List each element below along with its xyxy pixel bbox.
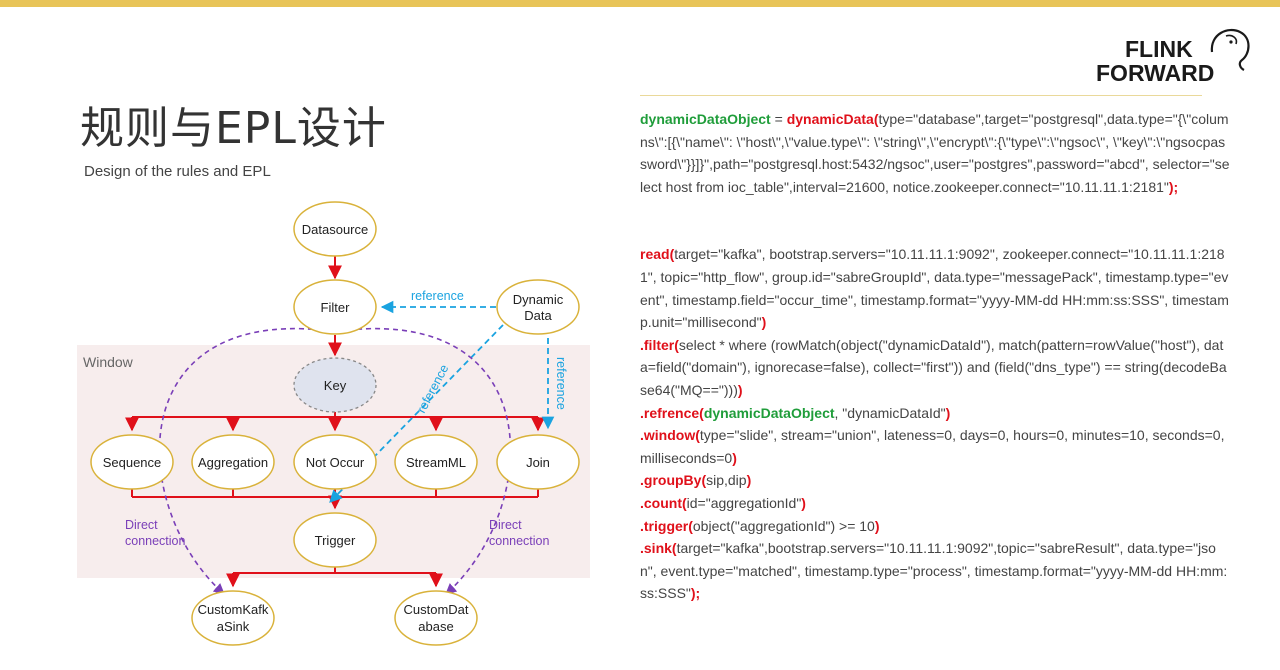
flink-forward-logo: FLINK FORWARD	[1094, 22, 1254, 92]
code-token: type="slide", stream="union", lateness=0…	[640, 427, 1225, 466]
squirrel-icon	[1210, 28, 1250, 71]
node-kafka-sink-label-1: CustomKafk	[198, 602, 269, 617]
code-token: )	[874, 517, 880, 534]
node-datasource-label: Datasource	[302, 222, 368, 237]
code-token: object("aggregationId") >= 10	[692, 517, 875, 534]
node-streamml	[394, 434, 478, 490]
epl-code-block: dynamicDataObject = dynamicData(type="da…	[640, 108, 1230, 605]
node-kafka-sink	[191, 590, 275, 646]
code-token: .trigger(	[640, 517, 693, 534]
node-dynamic-label-1: Dynamic	[513, 292, 564, 307]
node-database-sink-label-1: CustomDat	[403, 602, 468, 617]
code-token: .count(	[640, 494, 687, 511]
node-database-sink	[394, 590, 478, 646]
code-token: , "dynamicDataId"	[834, 404, 946, 421]
page-title: 规则与EPL设计	[80, 103, 387, 154]
code-token: sip,dip	[706, 472, 747, 489]
node-filter-label: Filter	[321, 300, 351, 315]
code-token: dynamicDataObject	[640, 111, 771, 127]
arrow-dynamic-to-trigger	[329, 324, 504, 503]
code-token: type="database",target="postgresql",data…	[640, 111, 1230, 195]
label-direct-right-1: Direct	[489, 518, 522, 532]
node-kafka-sink-label-2: aSink	[217, 619, 250, 634]
code-token: id="aggregationId"	[686, 494, 802, 511]
node-key	[293, 357, 377, 413]
code-token: )	[945, 404, 951, 421]
window-label: Window	[83, 354, 134, 370]
node-database-sink-label-2: abase	[418, 619, 453, 634]
code-token: )	[737, 381, 743, 398]
code-token: );	[690, 585, 701, 602]
code-dynamic-data-definition: dynamicDataObject = dynamicData(type="da…	[640, 108, 1230, 198]
node-key-label: Key	[324, 378, 347, 393]
code-token: .sink(	[640, 540, 677, 557]
top-accent-bar	[0, 0, 1280, 7]
logo-text-forward: FORWARD	[1096, 60, 1215, 86]
code-token: )	[746, 472, 752, 489]
code-token: select * where (rowMatch(object("dynamic…	[640, 336, 1227, 398]
header-divider	[640, 95, 1202, 96]
code-token: .filter(	[640, 336, 679, 353]
code-pipeline-definition: read(target="kafka", bootstrap.servers="…	[640, 243, 1230, 605]
node-join-label: Join	[526, 455, 550, 470]
node-dynamic-data	[496, 279, 580, 335]
code-token: target="kafka", bootstrap.servers="10.11…	[640, 246, 1229, 331]
code-token: .refrence(	[640, 404, 704, 421]
node-aggregation	[191, 434, 275, 490]
code-token: dynamicData(	[786, 111, 879, 127]
node-streamml-label: StreamML	[406, 455, 466, 470]
direct-connection-curves	[158, 327, 512, 595]
node-join	[496, 434, 580, 490]
node-dynamic-label-2: Data	[524, 308, 552, 323]
code-token: read(	[640, 246, 675, 263]
node-sequence-label: Sequence	[103, 455, 162, 470]
code-token: );	[1168, 178, 1179, 195]
code-token: dynamicDataObject	[703, 404, 835, 421]
node-not-occur	[293, 434, 377, 490]
node-datasource	[293, 201, 377, 257]
page-subtitle: Design of the rules and EPL	[84, 163, 271, 180]
node-trigger-label: Trigger	[315, 533, 356, 548]
label-direct-right-2: connection	[489, 534, 550, 548]
node-filter	[293, 279, 377, 335]
label-direct-left-2: connection	[125, 534, 186, 548]
curve-filter-to-database-sink	[347, 327, 512, 595]
logo-text-flink: FLINK	[1125, 36, 1193, 62]
label-direct-left-1: Direct	[125, 518, 158, 532]
code-token: target="kafka",bootstrap.servers="10.11.…	[640, 540, 1228, 602]
code-token: )	[801, 494, 806, 511]
code-token: .groupBy(	[640, 472, 707, 489]
code-spacer	[640, 198, 1230, 243]
code-token: )	[732, 449, 737, 466]
rules-flow-diagram: Window Datasource F	[77, 201, 590, 646]
node-trigger	[293, 512, 377, 568]
code-token: )	[761, 314, 767, 331]
label-reference-top: reference	[411, 289, 464, 303]
code-token: .window(	[640, 427, 700, 444]
reference-arrows	[329, 300, 555, 503]
label-reference-right: reference	[554, 357, 568, 410]
code-token: =	[770, 111, 787, 127]
node-not-occur-label: Not Occur	[306, 455, 365, 470]
node-aggregation-label: Aggregation	[198, 455, 268, 470]
curve-filter-to-kafka-sink	[158, 327, 323, 595]
node-sequence	[90, 434, 174, 490]
